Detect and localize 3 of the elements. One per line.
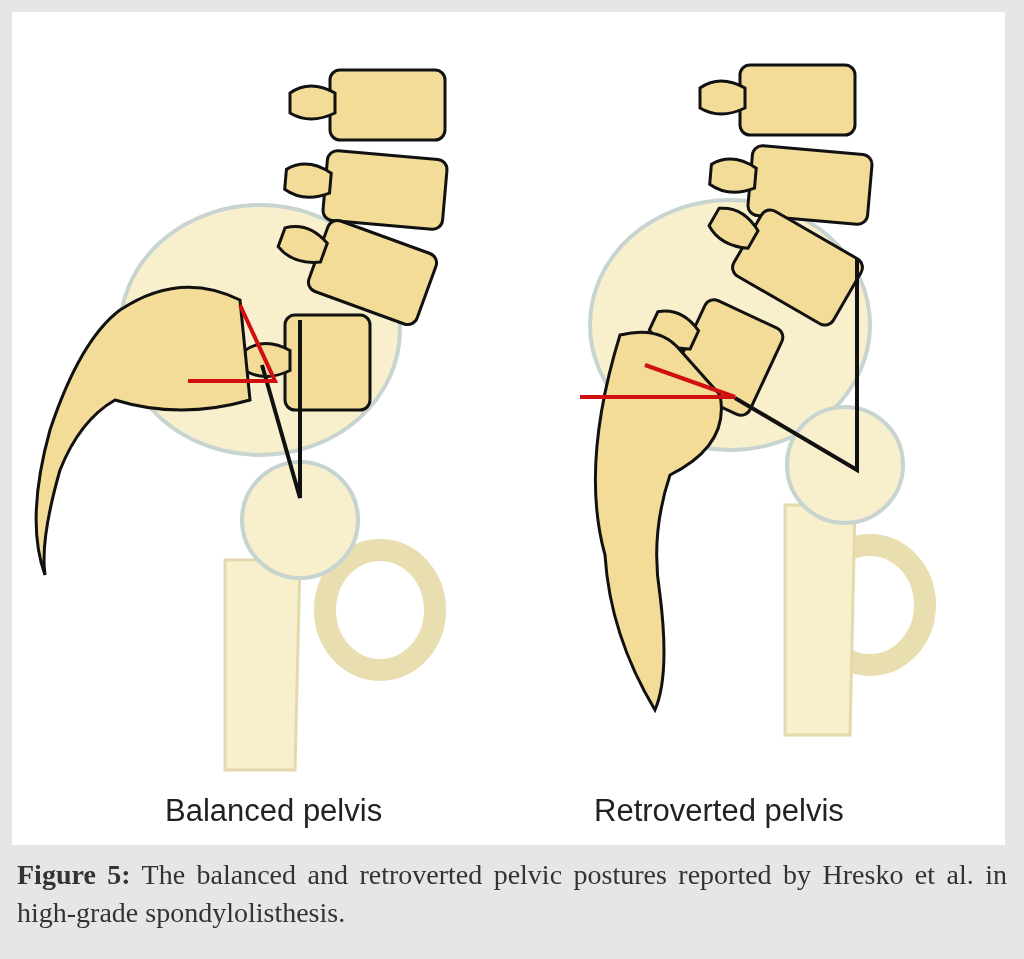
figure-label: Balanced pelvis xyxy=(165,792,383,830)
figure-label: Retroverted pelvis xyxy=(594,792,844,830)
figure-caption: Figure 5: The balanced and retroverted pelvic postures reported by Hresko et al. in high-grade spondylolisthesis. xyxy=(17,858,1007,930)
